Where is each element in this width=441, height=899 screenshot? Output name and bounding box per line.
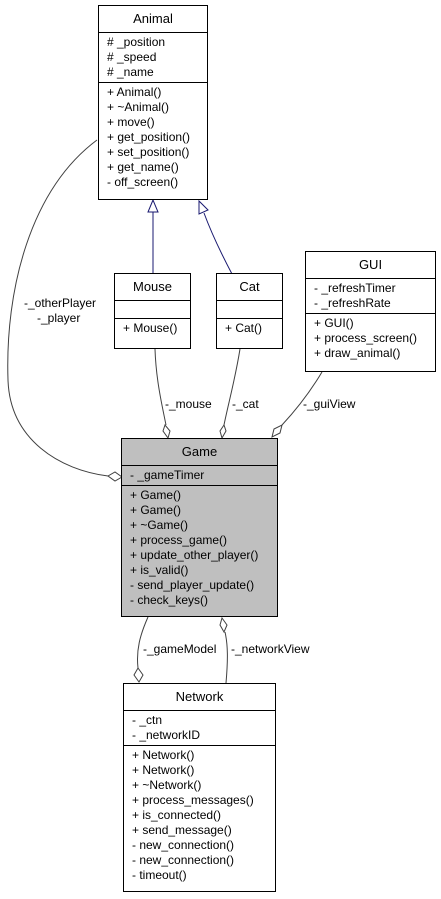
class-attributes: - _ctn - _networkID — [124, 711, 275, 746]
aggregation-edge-cat — [223, 348, 241, 426]
class-title: Game — [122, 439, 277, 466]
class-operations: + Cat() — [217, 319, 282, 338]
class-operation: + move() — [107, 115, 155, 129]
class-operation: + process_messages() — [132, 793, 254, 807]
class-cat[interactable]: Cat + Cat() — [216, 273, 283, 349]
aggregation-edge-player — [7, 139, 109, 477]
class-operation: + get_position() — [107, 130, 191, 144]
aggregation-diamond-game-model — [133, 667, 144, 683]
class-attributes — [217, 301, 282, 319]
class-operation: - timeout() — [132, 868, 187, 882]
class-title: GUI — [306, 252, 435, 279]
class-game[interactable]: Game - _gameTimer + Game() + Game() + ~G… — [121, 438, 278, 617]
class-title: Mouse — [115, 274, 190, 301]
class-operation: - send_player_update() — [130, 578, 255, 592]
class-attributes: # _position # _speed # _name — [99, 33, 207, 83]
class-attribute: # _speed — [107, 50, 157, 64]
class-attribute: # _position — [107, 35, 166, 49]
class-attributes — [115, 301, 190, 319]
class-gui[interactable]: GUI - _refreshTimer - _refreshRate + GUI… — [305, 251, 436, 372]
class-operation: + Cat() — [225, 321, 263, 335]
class-title: Cat — [217, 274, 282, 301]
aggregation-edge-mouse — [154, 348, 167, 426]
edge-label-player: -_player — [37, 311, 81, 325]
aggregation-diamond-network-view — [219, 616, 228, 634]
class-attribute: # _name — [107, 65, 154, 79]
class-operation: + Network() — [132, 763, 195, 777]
class-operations: + Mouse() — [115, 319, 190, 338]
aggregation-edge-gui — [281, 371, 323, 426]
class-operation: + get_name() — [107, 160, 179, 174]
inheritance-arrowhead-mouse — [147, 198, 159, 213]
class-mouse[interactable]: Mouse + Mouse() — [114, 273, 191, 349]
class-operation: + process_game() — [130, 533, 228, 547]
class-operation: + ~Network() — [132, 778, 202, 792]
class-operation: - off_screen() — [107, 175, 179, 189]
class-operation: + update_other_player() — [130, 548, 259, 562]
aggregation-edge-game-model — [137, 616, 149, 669]
class-operations: + Animal() + ~Animal() + move() + get_po… — [99, 83, 207, 192]
aggregation-diamond-player — [107, 471, 123, 482]
class-animal[interactable]: Animal # _position # _speed # _name + An… — [98, 5, 208, 200]
class-attributes: - _gameTimer — [122, 466, 277, 486]
edge-label-network-view: -_networkView — [231, 642, 310, 656]
class-attribute: - _ctn — [132, 713, 163, 727]
class-attribute: - _refreshTimer — [314, 281, 396, 295]
class-attributes: - _refreshTimer - _refreshRate — [306, 279, 435, 314]
class-operation: + draw_animal() — [314, 346, 401, 360]
class-operation: + Game() — [130, 488, 182, 502]
class-operation: + send_message() — [132, 823, 232, 837]
class-operation: + process_screen() — [314, 331, 418, 345]
class-attribute: - _refreshRate — [314, 296, 391, 310]
class-operation: + ~Game() — [130, 518, 189, 532]
edge-label-cat: -_cat — [232, 397, 259, 411]
class-attribute: - _networkID — [132, 728, 201, 742]
class-operation: - new_connection() — [132, 838, 235, 852]
class-operations: + GUI() + process_screen() + draw_animal… — [306, 314, 435, 363]
class-operation: - new_connection() — [132, 853, 235, 867]
inheritance-arrowhead-cat — [198, 199, 209, 215]
class-operation: + ~Animal() — [107, 100, 170, 114]
class-title: Network — [124, 684, 275, 711]
aggregation-diamond-gui — [271, 424, 283, 438]
class-operation: + Network() — [132, 748, 195, 762]
class-network[interactable]: Network - _ctn - _networkID + Network() … — [123, 683, 276, 892]
class-title: Animal — [99, 6, 207, 33]
class-operation: + GUI() — [314, 316, 354, 330]
aggregation-diamond-cat — [219, 423, 227, 440]
class-operation: + is_valid() — [130, 563, 189, 577]
class-operation: + Game() — [130, 503, 182, 517]
edge-label-gui-view: -_guiView — [303, 397, 356, 411]
class-operations: + Game() + Game() + ~Game() + process_ga… — [122, 486, 277, 610]
class-operation: + Animal() — [107, 85, 162, 99]
edge-label-other-player: -_otherPlayer — [24, 296, 97, 310]
class-attribute: - _gameTimer — [130, 468, 205, 482]
edge-label-mouse: -_mouse — [165, 397, 212, 411]
inheritance-edge-cat-animal — [203, 212, 233, 275]
class-operation: - check_keys() — [130, 593, 209, 607]
class-operation: + Mouse() — [123, 321, 178, 335]
class-operations: + Network() + Network() + ~Network() + p… — [124, 746, 275, 885]
aggregation-edge-network-view — [224, 631, 228, 684]
edge-label-game-model: -_gameModel — [143, 642, 217, 656]
class-operation: + set_position() — [107, 145, 190, 159]
aggregation-diamond-mouse — [162, 423, 171, 440]
class-operation: + is_connected() — [132, 808, 222, 822]
